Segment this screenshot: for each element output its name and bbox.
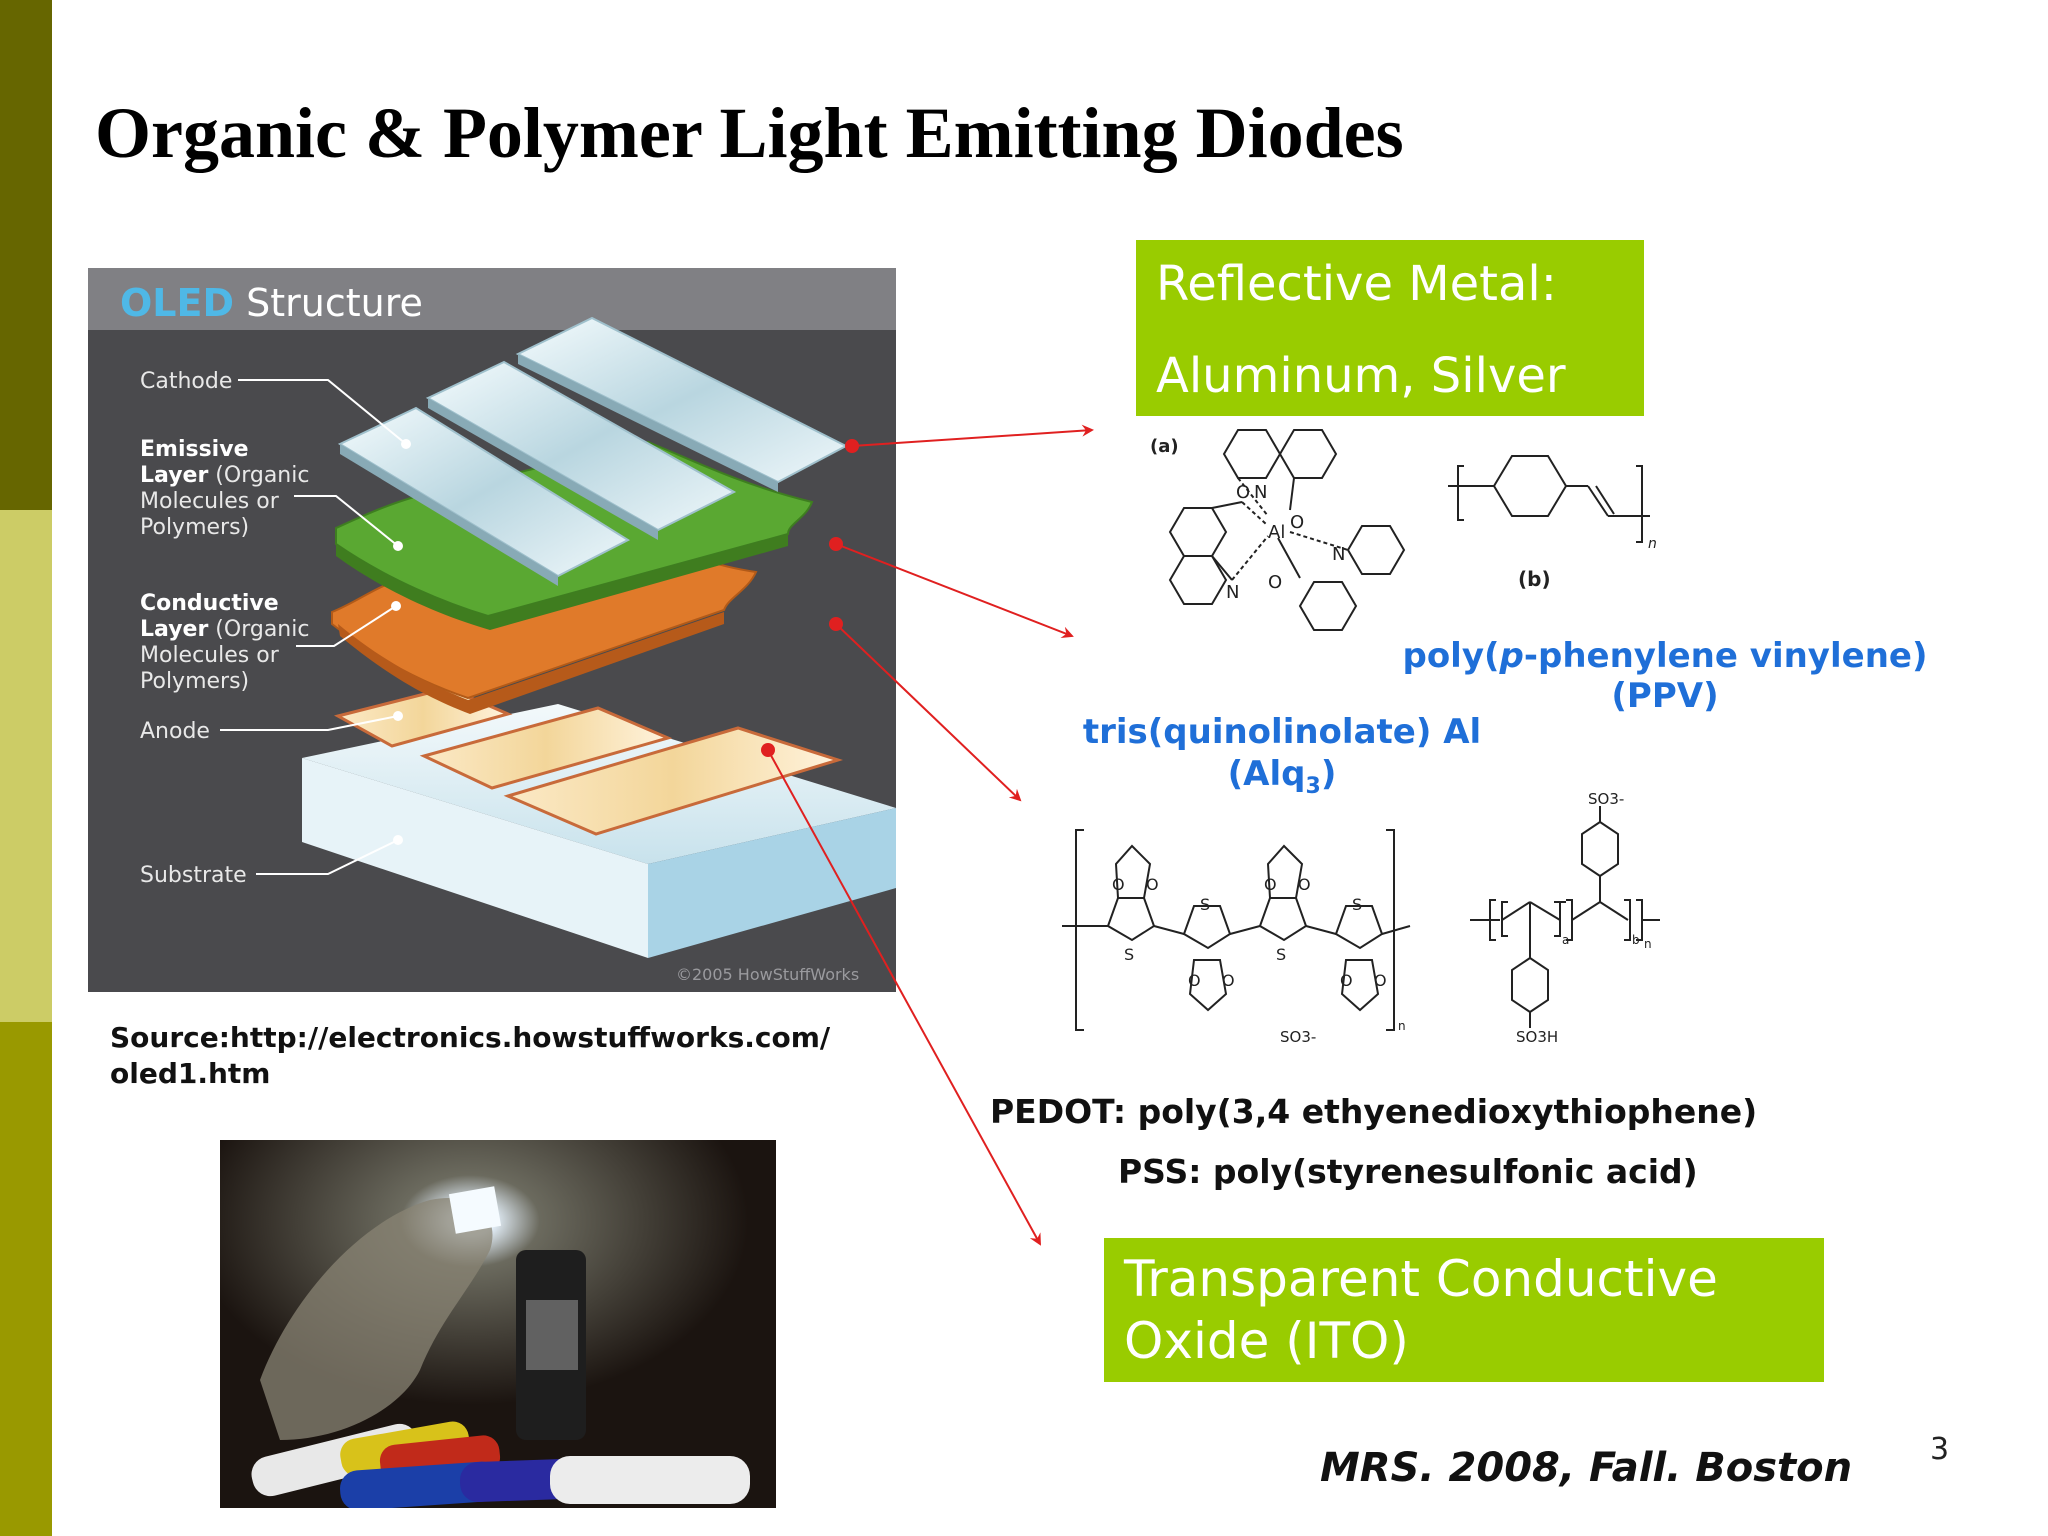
arrow-anode <box>767 749 1041 1246</box>
leader-lines <box>220 379 407 875</box>
label-conductive-1: Conductive <box>140 591 279 616</box>
anode-strip-2 <box>419 706 673 790</box>
callout-reflective-metal-line-2: Aluminum, Silver <box>1156 348 1566 404</box>
anode-strip-3 <box>503 726 844 836</box>
side-bar-bottom <box>0 1022 52 1536</box>
ppv-subscript-n: n <box>1648 536 1657 552</box>
svg-text:O: O <box>1290 512 1304 533</box>
arrow-conductive <box>835 623 1022 802</box>
oled-photo <box>220 1140 776 1508</box>
svg-text:O: O <box>1112 875 1125 894</box>
label-substrate: Substrate <box>140 863 247 888</box>
ppv-label-b: (b) <box>1518 567 1551 591</box>
pss-so3h: SO3H <box>1516 1028 1558 1046</box>
substrate-side <box>648 808 896 958</box>
svg-text:b: b <box>1632 933 1640 947</box>
leader-dots <box>391 439 411 845</box>
label-emissive-3: Molecules or <box>140 489 280 514</box>
slide-title: Organic & Polymer Light Emitting Diodes <box>95 93 1404 173</box>
svg-text:O: O <box>1298 875 1311 894</box>
cathode-strip-2 <box>425 360 737 532</box>
conference-citation: MRS. 2008, Fall. Boston <box>1320 1445 1853 1491</box>
svg-text:O: O <box>1268 572 1282 593</box>
oled-heading-accent: OLED <box>120 281 234 325</box>
label-emissive-4: Polymers) <box>140 515 249 540</box>
photo-hand <box>260 1198 493 1440</box>
label-conductive-3: Molecules or <box>140 643 280 668</box>
photo-markers <box>251 1421 750 1508</box>
oled-structure-figure: OLED Structure Cathode Emissive Layer (O… <box>88 268 896 992</box>
label-conductive-2: Layer (Organic <box>140 617 309 642</box>
svg-text:a: a <box>1562 933 1569 947</box>
arrow-cathode <box>851 424 1094 447</box>
side-bar-top <box>0 0 52 510</box>
svg-text:O: O <box>1264 875 1277 894</box>
svg-text:N: N <box>1254 482 1267 503</box>
callout-reflective-metal-line-1: Reflective Metal: <box>1156 256 1557 312</box>
pss-so3-top: SO3- <box>1588 790 1624 808</box>
source-line-2: oled1.htm <box>110 1057 271 1090</box>
label-anode: Anode <box>140 719 210 744</box>
svg-text:O: O <box>1340 971 1353 990</box>
alq3-name-line-1: tris(quinolinolate) Al <box>1082 712 1482 752</box>
oled-heading: OLED Structure <box>120 281 423 325</box>
arrow-emissive <box>835 543 1074 638</box>
label-emissive-2: Layer (Organic <box>140 463 309 488</box>
source-line-1: Source:http://electronics.howstuffworks.… <box>110 1021 831 1054</box>
svg-text:S: S <box>1200 895 1210 914</box>
ppv-name-line-1: poly(p-phenylene vinylene) <box>1402 636 1928 676</box>
photo-oled-pixel <box>448 1186 502 1234</box>
callout-tco: Transparent Conductive Oxide (ITO) <box>1104 1238 1824 1382</box>
substrate-front <box>302 758 648 958</box>
oled-heading-rest: Structure <box>234 281 423 325</box>
svg-text:O: O <box>1236 482 1250 503</box>
callout-tco-line-1: Transparent Conductive <box>1124 1250 1718 1308</box>
svg-text:O: O <box>1146 875 1159 894</box>
page-number: 3 <box>1930 1432 1950 1467</box>
ppv-structure: n (b) <box>1448 455 1657 591</box>
callout-tco-line-2: Oxide (ITO) <box>1124 1312 1409 1370</box>
svg-text:O: O <box>1188 971 1201 990</box>
alq3-label-a: (a) <box>1150 436 1179 457</box>
svg-text:S: S <box>1124 945 1134 964</box>
svg-text:S: S <box>1352 895 1362 914</box>
pedot-description: PEDOT: poly(3,4 ethyenedioxythiophene) <box>990 1092 1758 1131</box>
side-bar-middle <box>0 510 52 1022</box>
callout-reflective-metal: Reflective Metal: Aluminum, Silver <box>1136 240 1644 416</box>
svg-text:S: S <box>1276 945 1286 964</box>
oled-copyright: ©2005 HowStuffWorks <box>676 965 859 984</box>
alq3-structure: (a) N O O Al N N O <box>1150 429 1406 631</box>
pedot-so3: SO3- <box>1280 1028 1316 1046</box>
svg-text:O: O <box>1374 971 1387 990</box>
pss-description: PSS: poly(styrenesulfonic acid) <box>1118 1152 1698 1191</box>
alq3-name-line-2: (Alq3) <box>1227 754 1337 799</box>
ppv-name-line-2: (PPV) <box>1611 676 1719 716</box>
label-emissive-1: Emissive <box>140 437 249 462</box>
svg-text:O: O <box>1222 971 1235 990</box>
svg-text:n: n <box>1398 1019 1406 1033</box>
oled-header-strip <box>88 268 896 330</box>
pedot-pss-structure: S S S S O O O O O O O O n SO3- SO3- SO3H… <box>1062 790 1660 1046</box>
cathode-strip-1 <box>337 406 631 578</box>
label-conductive-4: Polymers) <box>140 669 249 694</box>
source-citation: Source:http://electronics.howstuffworks.… <box>110 1020 830 1092</box>
svg-text:N: N <box>1226 582 1239 603</box>
alq3-aluminum: Al <box>1268 522 1285 543</box>
svg-text:n: n <box>1644 937 1652 951</box>
svg-text:N: N <box>1332 544 1345 565</box>
label-cathode: Cathode <box>140 369 232 394</box>
